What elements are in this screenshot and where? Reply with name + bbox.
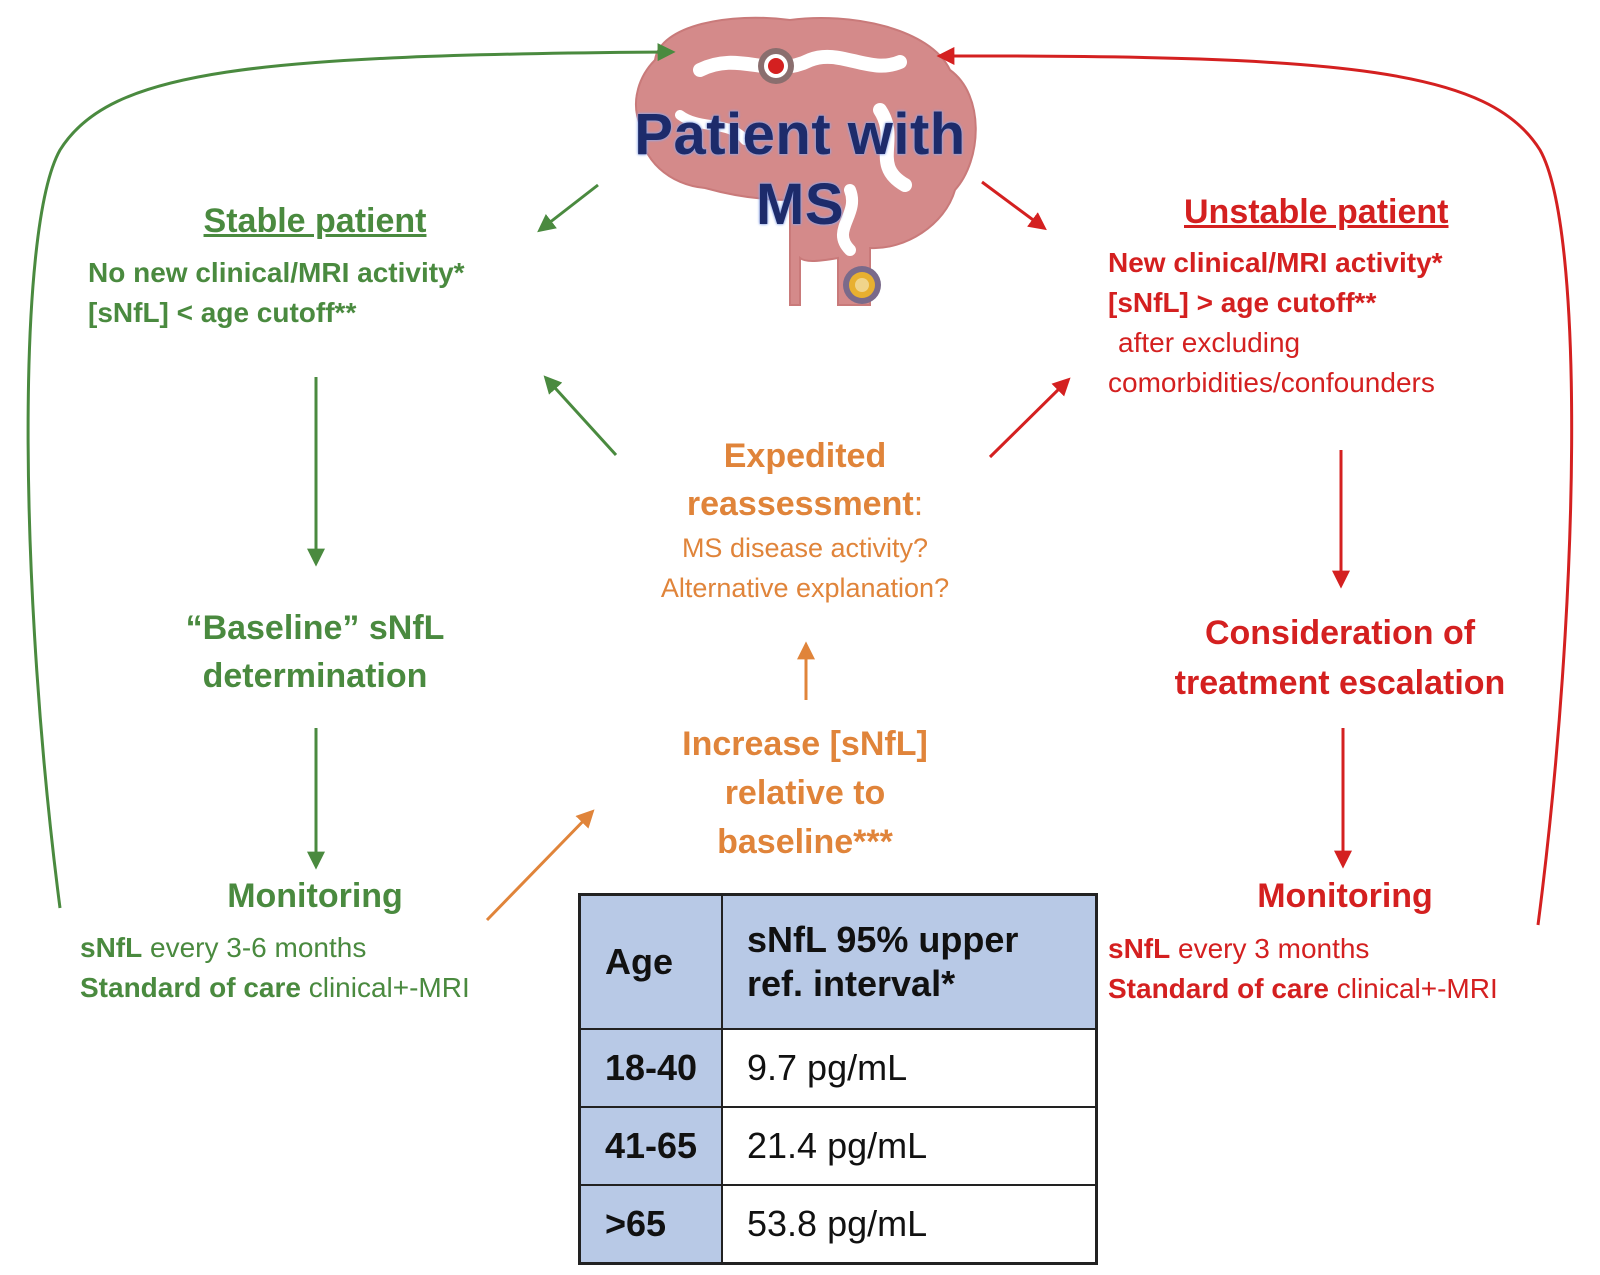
- monitoring-right-l2-rest: clinical+-MRI: [1328, 973, 1498, 1004]
- reference-table: Age sNfL 95% upper ref. interval* 18-40 …: [578, 893, 1098, 1265]
- stable-line1: No new clinical/MRI activity*: [88, 257, 465, 288]
- unstable-line3: after excluding: [1118, 327, 1301, 358]
- unstable-line1: New clinical/MRI activity*: [1108, 247, 1443, 278]
- monitoring-right-line2: Standard of care clinical+-MRI: [1108, 969, 1498, 1009]
- increase-line3: baseline***: [717, 823, 893, 861]
- arrow-monitoring-to-increase: [485, 809, 595, 922]
- increase-box: Increase [sNfL] relative to baseline***: [610, 720, 1000, 867]
- table-header-value-line1: sNfL 95% upper: [747, 919, 1019, 961]
- monitoring-left-l2-rest: clinical+-MRI: [300, 972, 470, 1003]
- monitoring-right-l1-bold: sNfL: [1108, 933, 1171, 964]
- baseline-line1: “Baseline” sNfL: [185, 609, 445, 647]
- monitoring-right-line1: sNfL every 3 months: [1108, 929, 1498, 969]
- increase-line1: Increase [sNfL]: [682, 725, 928, 763]
- table-cell-value: 53.8 pg/mL: [721, 1184, 1098, 1265]
- arrow-expedited-to-stable: [543, 375, 618, 457]
- expedited-line2-rest: :: [913, 485, 924, 523]
- table-cell-value: 21.4 pg/mL: [721, 1106, 1098, 1187]
- table-row: 18-40 9.7 pg/mL: [578, 1028, 1098, 1109]
- loop-arrow-red: [936, 46, 1574, 926]
- stable-line2: [sNfL] < age cutoff**: [88, 297, 357, 328]
- arrow-brain-to-stable: [537, 183, 599, 233]
- table-row: >65 53.8 pg/mL: [578, 1184, 1098, 1265]
- expedited-box: Expedited reassessment: MS disease activ…: [600, 432, 1010, 608]
- monitoring-left-l1-rest: every 3-6 months: [142, 932, 367, 963]
- baseline-line2: determination: [202, 657, 428, 695]
- table-header-value: sNfL 95% upper ref. interval*: [721, 893, 1098, 1031]
- monitoring-right-l2-bold: Standard of care: [1108, 973, 1329, 1004]
- table-cell-age: >65: [578, 1184, 723, 1265]
- monitoring-left-details: sNfL every 3-6 months Standard of care c…: [80, 928, 470, 1008]
- expedited-line3: MS disease activity?: [681, 533, 929, 563]
- escalation-box: Consideration of treatment escalation: [1120, 608, 1560, 708]
- monitoring-right-details: sNfL every 3 months Standard of care cli…: [1108, 929, 1498, 1009]
- expedited-line1: Expedited: [723, 437, 887, 475]
- stable-criteria: No new clinical/MRI activity* [sNfL] < a…: [88, 253, 465, 333]
- expedited-line4: Alternative explanation?: [660, 573, 950, 603]
- baseline-box: “Baseline” sNfL determination: [130, 604, 500, 700]
- monitoring-left-line1: sNfL every 3-6 months: [80, 928, 470, 968]
- monitoring-left-title: Monitoring: [227, 877, 403, 915]
- monitoring-right-l1-rest: every 3 months: [1170, 933, 1370, 964]
- table-row: 41-65 21.4 pg/mL: [578, 1106, 1098, 1187]
- monitoring-left-l1-bold: sNfL: [80, 932, 143, 963]
- stable-title-box: Stable patient: [140, 202, 490, 241]
- table-cell-age: 41-65: [578, 1106, 723, 1187]
- table-header-age: Age: [578, 893, 723, 1031]
- table-header-value-line2: ref. interval*: [747, 963, 956, 1005]
- target-icon-red: [758, 48, 794, 84]
- increase-line2: relative to: [724, 774, 886, 812]
- target-icon-yellow: [843, 266, 881, 304]
- center-title-line2: MS: [756, 172, 844, 237]
- center-title: Patient with MS: [590, 100, 1010, 240]
- expedited-line2: reassessment:: [600, 480, 1010, 528]
- monitoring-left-l2-bold: Standard of care: [80, 972, 301, 1003]
- escalation-line2: treatment escalation: [1174, 664, 1506, 702]
- loop-arrow-green: [26, 43, 676, 909]
- expedited-line2-bold: reassessment: [686, 485, 914, 523]
- unstable-line4: comorbidities/confounders: [1108, 367, 1435, 398]
- escalation-line1: Consideration of: [1204, 614, 1476, 652]
- center-title-line1: Patient with: [634, 102, 966, 167]
- unstable-criteria: New clinical/MRI activity* [sNfL] > age …: [1108, 243, 1443, 403]
- unstable-title: Unstable patient: [1184, 193, 1449, 231]
- monitoring-left-line2: Standard of care clinical+-MRI: [80, 968, 470, 1008]
- stable-title: Stable patient: [203, 202, 427, 240]
- table-header-row: Age sNfL 95% upper ref. interval*: [578, 893, 1098, 1031]
- table-cell-age: 18-40: [578, 1028, 723, 1109]
- unstable-title-box: Unstable patient: [1184, 193, 1448, 232]
- monitoring-right-title: Monitoring: [1257, 877, 1433, 915]
- table-cell-value: 9.7 pg/mL: [721, 1028, 1098, 1109]
- brain-icon: [635, 16, 977, 306]
- arrow-brain-to-unstable: [981, 180, 1047, 231]
- arrow-expedited-to-unstable: [988, 377, 1071, 459]
- unstable-line2: [sNfL] > age cutoff**: [1108, 287, 1377, 318]
